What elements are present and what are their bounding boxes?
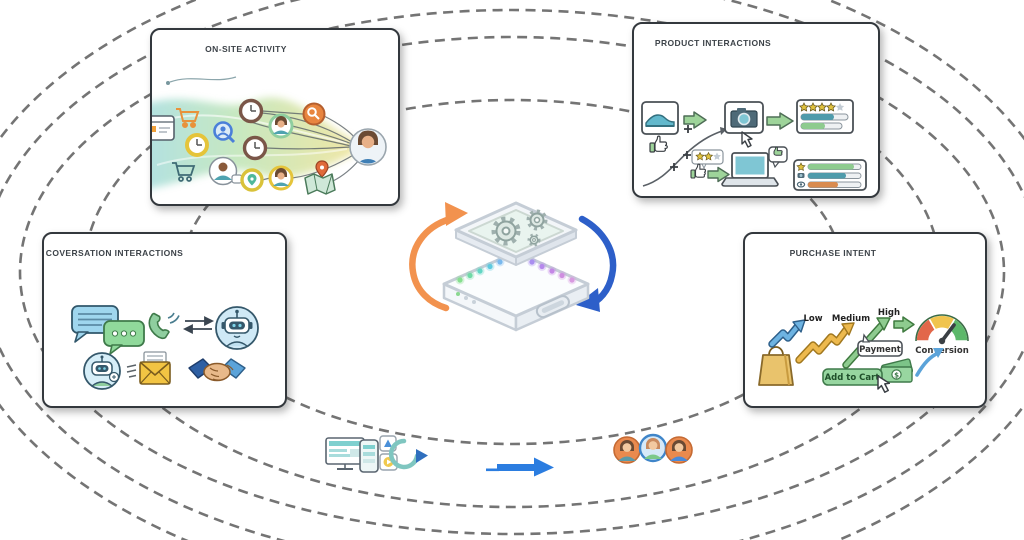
chatbot-avatar-icon bbox=[83, 352, 121, 390]
chatbot-icon bbox=[215, 306, 259, 350]
label-medium: Medium bbox=[832, 314, 870, 324]
card-on-site-activity: ON-SITE ACTIVITY bbox=[150, 28, 400, 206]
blue-cycle-arrow-icon bbox=[576, 215, 617, 312]
clock-icon bbox=[238, 98, 264, 124]
card-title: COVERSATION INTERACTIONS bbox=[45, 248, 184, 258]
status-dot bbox=[464, 296, 468, 300]
center-processing-illustration bbox=[409, 201, 617, 332]
card-title: PURCHASE INTENT bbox=[789, 248, 877, 258]
hand-cursor-icon bbox=[741, 131, 753, 148]
add-to-cart-button: Add to Cart bbox=[822, 368, 883, 386]
user-avatar-large-icon bbox=[349, 128, 387, 166]
money-icon: $ bbox=[880, 358, 914, 383]
status-dot bbox=[472, 300, 476, 304]
transfer-arrows-icon bbox=[182, 316, 215, 334]
purchase-intent-illustration: Low Medium High bbox=[758, 308, 969, 393]
user-avatar-icon bbox=[268, 165, 294, 191]
curved-arrow-icon bbox=[915, 348, 944, 377]
browser-icon bbox=[152, 115, 175, 141]
gear-icon bbox=[526, 209, 548, 231]
payment-label: Payment bbox=[857, 333, 903, 357]
card-conversation-interactions: COVERSATION INTERACTIONS bbox=[42, 232, 287, 408]
chat-bubbles-icon bbox=[71, 305, 145, 355]
data-sources-illustration bbox=[325, 435, 428, 473]
map-icon bbox=[304, 173, 336, 195]
envelope-icon bbox=[139, 351, 171, 385]
clock-icon bbox=[242, 135, 268, 161]
block-arrow-icon bbox=[683, 111, 707, 129]
search-icon bbox=[302, 102, 326, 126]
card-product-interactions: PRODUCT INTERACTIONS bbox=[632, 22, 880, 198]
block-arrow-icon bbox=[707, 166, 730, 183]
cart-icon bbox=[176, 108, 200, 128]
status-dot bbox=[456, 292, 460, 296]
camera-box-icon bbox=[724, 101, 764, 134]
handshake-icon bbox=[188, 358, 246, 382]
sneaker-box-icon bbox=[641, 101, 679, 135]
port-icon bbox=[535, 295, 570, 319]
card-purchase-intent: PURCHASE INTENT Low Medium bbox=[743, 232, 987, 408]
led-dots-left bbox=[455, 257, 505, 285]
speed-lines bbox=[126, 364, 137, 378]
conversation-interactions-illustration bbox=[71, 305, 259, 390]
plus-icon bbox=[684, 125, 692, 133]
hand-cursor-icon bbox=[877, 375, 891, 393]
gauge-icon bbox=[915, 314, 969, 345]
thumb-bubble-icon bbox=[768, 146, 788, 169]
trend-arrow-low-icon bbox=[768, 319, 806, 348]
shopping-bag-icon bbox=[758, 346, 794, 386]
star-badge-icon bbox=[691, 149, 724, 170]
map-pin-icon bbox=[315, 160, 329, 178]
clock-icon bbox=[185, 133, 209, 157]
orange-cycle-arrow-icon bbox=[409, 202, 468, 312]
phone-icon bbox=[359, 439, 379, 473]
star-rating-card-icon bbox=[796, 99, 854, 134]
monitor-icon bbox=[325, 437, 365, 470]
sync-arrow-icon bbox=[388, 438, 428, 470]
review-panel-icon bbox=[793, 159, 867, 191]
customer-avatar-icon bbox=[665, 436, 693, 464]
processing-device bbox=[442, 201, 590, 332]
customer-avatar-icon bbox=[638, 433, 668, 463]
thumbs-up-icon bbox=[690, 163, 706, 179]
plus-icon bbox=[670, 151, 691, 171]
label-payment: Payment bbox=[859, 345, 901, 355]
label-high: High bbox=[878, 308, 900, 318]
phone-icon bbox=[148, 312, 180, 340]
search-user-icon bbox=[213, 121, 236, 144]
label-low: Low bbox=[803, 314, 822, 324]
star-icon bbox=[798, 102, 845, 112]
location-pin-icon bbox=[240, 168, 264, 192]
orbit-ellipse-4 bbox=[18, 8, 1006, 536]
block-arrow-icon bbox=[893, 316, 915, 333]
gear-icon bbox=[491, 216, 521, 246]
svg-text:$: $ bbox=[894, 372, 899, 380]
trend-arrow-medium-icon bbox=[795, 322, 855, 364]
block-arrow-icon bbox=[766, 112, 794, 130]
product-interactions-illustration bbox=[641, 99, 867, 191]
user-speech-icon bbox=[208, 156, 243, 186]
customer-avatar-icon bbox=[613, 436, 641, 464]
card-title: PRODUCT INTERACTIONS bbox=[654, 38, 772, 48]
user-avatar-icon bbox=[268, 113, 294, 139]
label-add-to-cart: Add to Cart bbox=[825, 373, 880, 383]
cart-outline-icon bbox=[172, 162, 196, 182]
thumbs-up-icon bbox=[649, 135, 668, 153]
card-title: ON-SITE ACTIVITY bbox=[205, 44, 287, 54]
led-dots-right bbox=[527, 257, 577, 285]
gear-icon bbox=[527, 233, 541, 247]
laptop-icon bbox=[721, 152, 779, 187]
on-site-activity-illustration bbox=[152, 76, 387, 195]
customer-avatars bbox=[613, 433, 693, 464]
flow-arrow-icon bbox=[486, 457, 554, 477]
